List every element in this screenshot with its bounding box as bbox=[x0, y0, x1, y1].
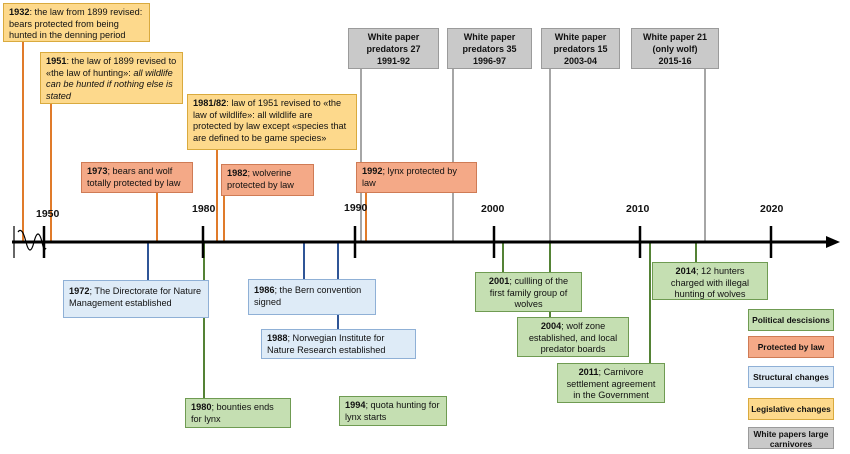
event-1986: 1986; the Bern convention signed bbox=[248, 279, 376, 315]
year-label-2010: 2010 bbox=[626, 203, 650, 215]
axis-arrowhead bbox=[826, 236, 840, 248]
event-1994: 1994; quota hunting for lynx starts bbox=[339, 396, 447, 426]
event-1981: 1981/82: law of 1951 revised to «the law… bbox=[187, 94, 357, 150]
event-2004: 2004; wolf zone established, and local p… bbox=[517, 317, 629, 357]
event-1951: 1951: the law of 1899 revised to «the la… bbox=[40, 52, 183, 104]
event-1988: 1988; Norwegian Institute for Nature Res… bbox=[261, 329, 416, 359]
event-2001: 2001; cullling of the first family group… bbox=[475, 272, 582, 312]
legend-legislative: Legislative changes bbox=[748, 398, 834, 420]
event-2011: 2011; Carnivore settlement agreement in … bbox=[557, 363, 665, 403]
event-1992: 1992; lynx protected by law bbox=[356, 162, 477, 193]
event-2014: 2014; 12 hunters charged with illegal hu… bbox=[652, 262, 768, 300]
year-label-1980: 1980 bbox=[192, 203, 216, 215]
year-label-2000: 2000 bbox=[481, 203, 505, 215]
event-1980: 1980; bounties ends for lynx bbox=[185, 398, 291, 428]
year-label-1950: 1950 bbox=[36, 208, 60, 220]
legend-protected: Protected by law bbox=[748, 336, 834, 358]
white-paper-2015: White paper 21(only wolf)2015-16 bbox=[631, 28, 719, 69]
event-1973: 1973; bears and wolf totally protected b… bbox=[81, 162, 193, 193]
event-1972: 1972; The Directorate for Nature Managem… bbox=[63, 280, 209, 318]
year-label-2020: 2020 bbox=[760, 203, 784, 215]
event-1932: 1932: the law from 1899 revised: bears p… bbox=[3, 3, 150, 42]
year-label-1990: 1990 bbox=[344, 202, 368, 214]
legend-white-papers: White papers large carnivores bbox=[748, 427, 834, 449]
event-1982: 1982; wolverine protected by law bbox=[221, 164, 314, 196]
legend-political: Political descisions bbox=[748, 309, 834, 331]
legend-structural: Structural changes bbox=[748, 366, 834, 388]
